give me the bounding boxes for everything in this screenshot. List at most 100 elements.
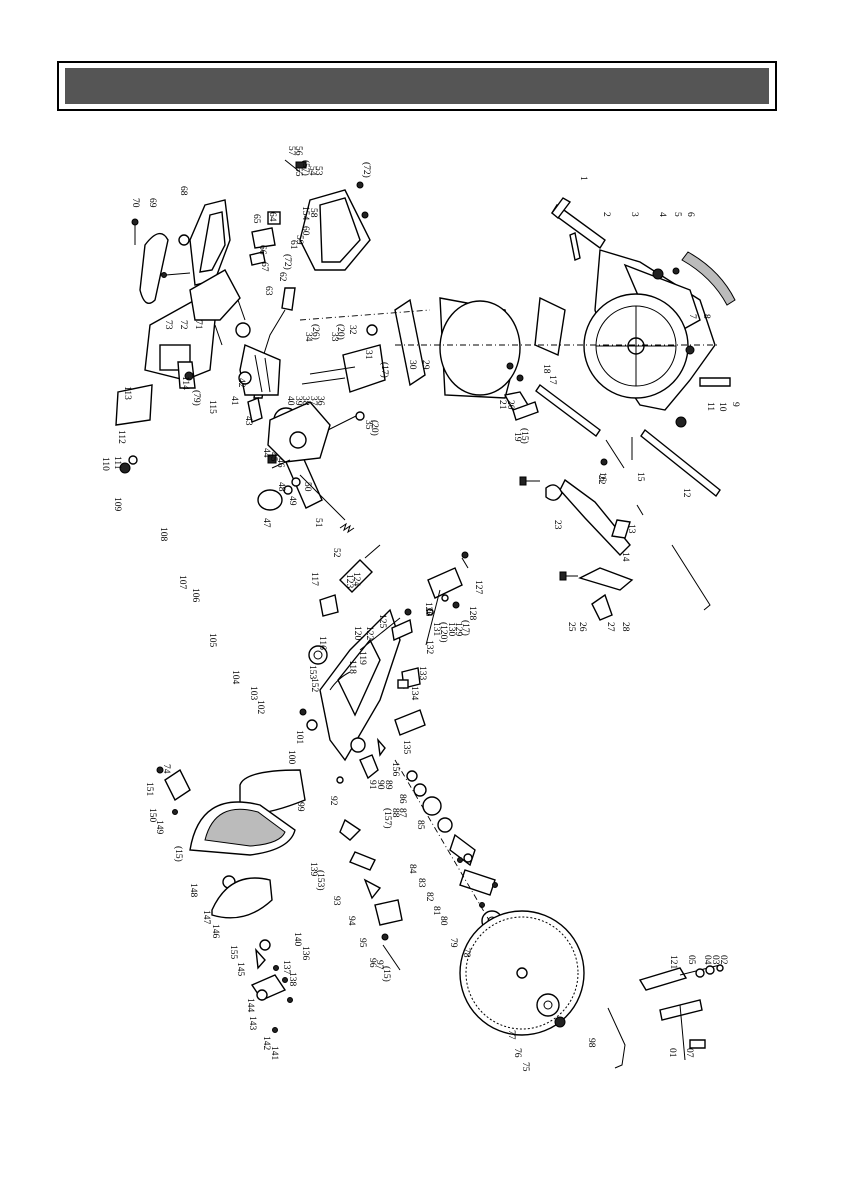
part-label: 56: [293, 146, 303, 156]
part-label: 113: [122, 386, 132, 400]
upper-guard: [156, 766, 296, 1033]
part-label: 131: [431, 622, 441, 637]
part-label: 151: [144, 782, 154, 797]
part-label: 123: [344, 574, 354, 589]
part-label: 111: [112, 456, 122, 470]
part-label: (157): [382, 808, 393, 829]
part-label: 74: [161, 764, 171, 774]
saw-arm-assembly: [239, 544, 469, 815]
part-label: 39: [293, 396, 303, 406]
part-label: (20): [335, 324, 346, 340]
part-label: 10: [717, 402, 727, 412]
part-label: (72): [361, 162, 372, 178]
part-label: 51: [313, 518, 323, 528]
part-label: 30: [407, 360, 417, 370]
part-label: 53: [313, 166, 323, 176]
part-label: 86: [397, 794, 407, 804]
part-label: 108: [158, 527, 168, 542]
part-label: 137: [281, 960, 291, 975]
header-frame: [57, 61, 777, 111]
part-label: 118: [347, 660, 357, 674]
part-label: 50: [302, 482, 312, 492]
part-label: 75: [520, 1062, 530, 1072]
part-label: 73: [163, 320, 173, 330]
part-label: 72: [178, 320, 188, 330]
part-label: 1: [578, 176, 588, 181]
part-label: 109: [112, 497, 122, 512]
part-label: 87: [397, 808, 407, 818]
part-label: 100: [286, 750, 296, 765]
part-label: 21: [497, 400, 507, 410]
part-label: (15): [173, 846, 184, 862]
part-label: (57): [300, 160, 311, 176]
part-label: 33: [329, 332, 339, 342]
part-label: 146: [210, 924, 220, 939]
part-label: (15): [381, 966, 392, 982]
part-label: 94: [346, 916, 356, 926]
part-label: 110: [100, 457, 110, 471]
part-label: 84: [407, 864, 417, 874]
part-label: 82: [424, 892, 434, 902]
part-label: 107: [177, 575, 187, 590]
part-label: 105: [207, 633, 217, 648]
part-label: 66: [257, 245, 267, 255]
part-label: 97: [374, 960, 384, 970]
part-label: 34: [303, 332, 313, 342]
part-label: 115: [207, 400, 217, 414]
part-label: 18: [541, 364, 551, 374]
base-assembly: [299, 197, 736, 621]
part-label: 93: [331, 896, 341, 906]
part-label: 37: [308, 396, 318, 406]
part-label: 153: [307, 665, 317, 680]
part-label: 124: [351, 572, 361, 587]
part-label: 140: [292, 932, 302, 947]
part-label: 156: [390, 762, 400, 777]
part-label: 126: [423, 602, 433, 617]
part-label: 85: [415, 820, 425, 830]
part-label: 45: [268, 452, 278, 462]
part-label: 28: [620, 622, 630, 632]
part-label: 149: [154, 820, 164, 835]
part-label: 48: [276, 482, 286, 492]
part-label: 89: [383, 780, 393, 790]
part-label: 128: [467, 606, 477, 621]
part-label: 76: [512, 1048, 522, 1058]
part-label: 145: [235, 962, 245, 977]
part-label: 101: [294, 730, 304, 745]
part-label: 22: [596, 475, 606, 485]
part-label: 81: [431, 906, 441, 916]
part-label: 120: [352, 626, 362, 641]
part-label: 83: [416, 878, 426, 888]
part-label: 12: [681, 488, 691, 498]
part-label: 68: [178, 186, 188, 196]
part-label: 25: [566, 622, 576, 632]
part-label: 70: [130, 198, 140, 208]
part-label: 106: [190, 588, 200, 603]
part-label: 114: [180, 376, 190, 390]
part-labels: 57 56 55 (57) 54 53 (72) 154 58 60 59 61…: [100, 146, 740, 1072]
part-label: (20): [369, 420, 380, 436]
part-label: 52: [331, 548, 341, 558]
part-label: 49: [287, 496, 297, 506]
part-label: 138: [287, 972, 297, 987]
part-label: 80: [438, 916, 448, 926]
part-label: (153): [315, 870, 326, 891]
part-label: 59: [294, 235, 304, 245]
part-label: 98: [586, 1038, 596, 1048]
part-label: 132: [424, 640, 434, 655]
part-label: 47: [261, 518, 271, 528]
part-label: 134: [409, 686, 419, 701]
part-label: 142: [261, 1036, 271, 1051]
part-label: (15): [519, 428, 530, 444]
part-label: 14: [620, 552, 630, 562]
part-label: 36: [315, 396, 325, 406]
part-label: 63: [263, 286, 273, 296]
part-label: 148: [188, 883, 198, 898]
part-label: 90: [375, 780, 385, 790]
part-label: (26): [310, 324, 321, 340]
part-label: 78: [461, 948, 471, 958]
part-label: 55: [293, 167, 303, 177]
part-label: 8: [701, 314, 711, 319]
part-label: 91: [367, 780, 377, 790]
part-label: 95: [357, 938, 367, 948]
